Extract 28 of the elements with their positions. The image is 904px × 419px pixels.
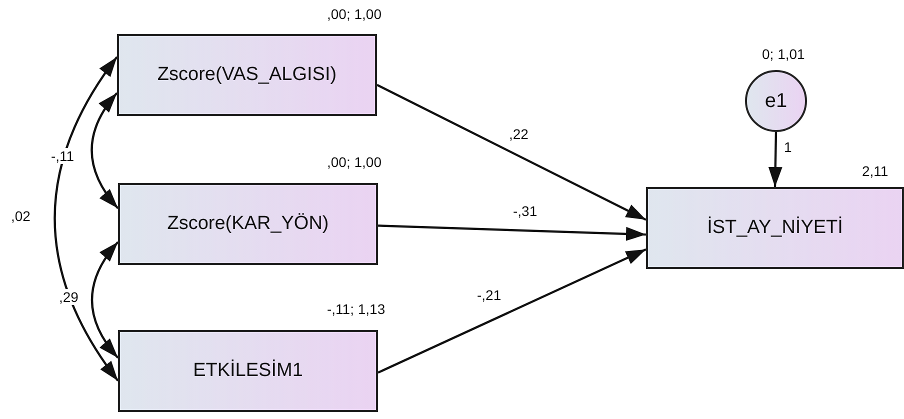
edge-label: -,11 xyxy=(50,148,76,164)
variable-name: e1 xyxy=(764,90,788,112)
edge-label: -,31 xyxy=(512,203,538,219)
edge-label: -,21 xyxy=(476,287,502,303)
path-arrow xyxy=(768,132,782,188)
variable-name: İST_AY_NİYETİ xyxy=(707,217,843,239)
path-arrow xyxy=(378,224,646,241)
covariance-arrow xyxy=(90,92,119,210)
estimate-label: -,11; 1,13 xyxy=(327,301,386,317)
edge-label: 1 xyxy=(783,139,793,155)
path-arrow xyxy=(376,84,646,221)
estimate-label: 2,11 xyxy=(862,163,888,179)
edge-label: ,29 xyxy=(58,289,80,305)
variable-box xyxy=(118,183,378,265)
edge-label: ,22 xyxy=(508,126,530,142)
variable-box xyxy=(646,187,904,269)
variable-box xyxy=(118,330,378,412)
variable-name: ETKİLESİM1 xyxy=(193,360,303,382)
estimate-label: ,00; 1,00 xyxy=(327,6,382,22)
covariance-arrow xyxy=(90,241,119,359)
variable-name: Zscore(KAR_YÖN) xyxy=(167,213,329,235)
covariance-arrow xyxy=(54,56,119,382)
variable-box xyxy=(117,34,377,116)
variable-name: Zscore(VAS_ALGISI) xyxy=(157,64,337,86)
edge-label: ,02 xyxy=(10,208,32,224)
path-arrow xyxy=(378,248,646,374)
estimate-label: ,00; 1,00 xyxy=(327,154,382,170)
estimate-label: 0; 1,01 xyxy=(762,46,805,62)
